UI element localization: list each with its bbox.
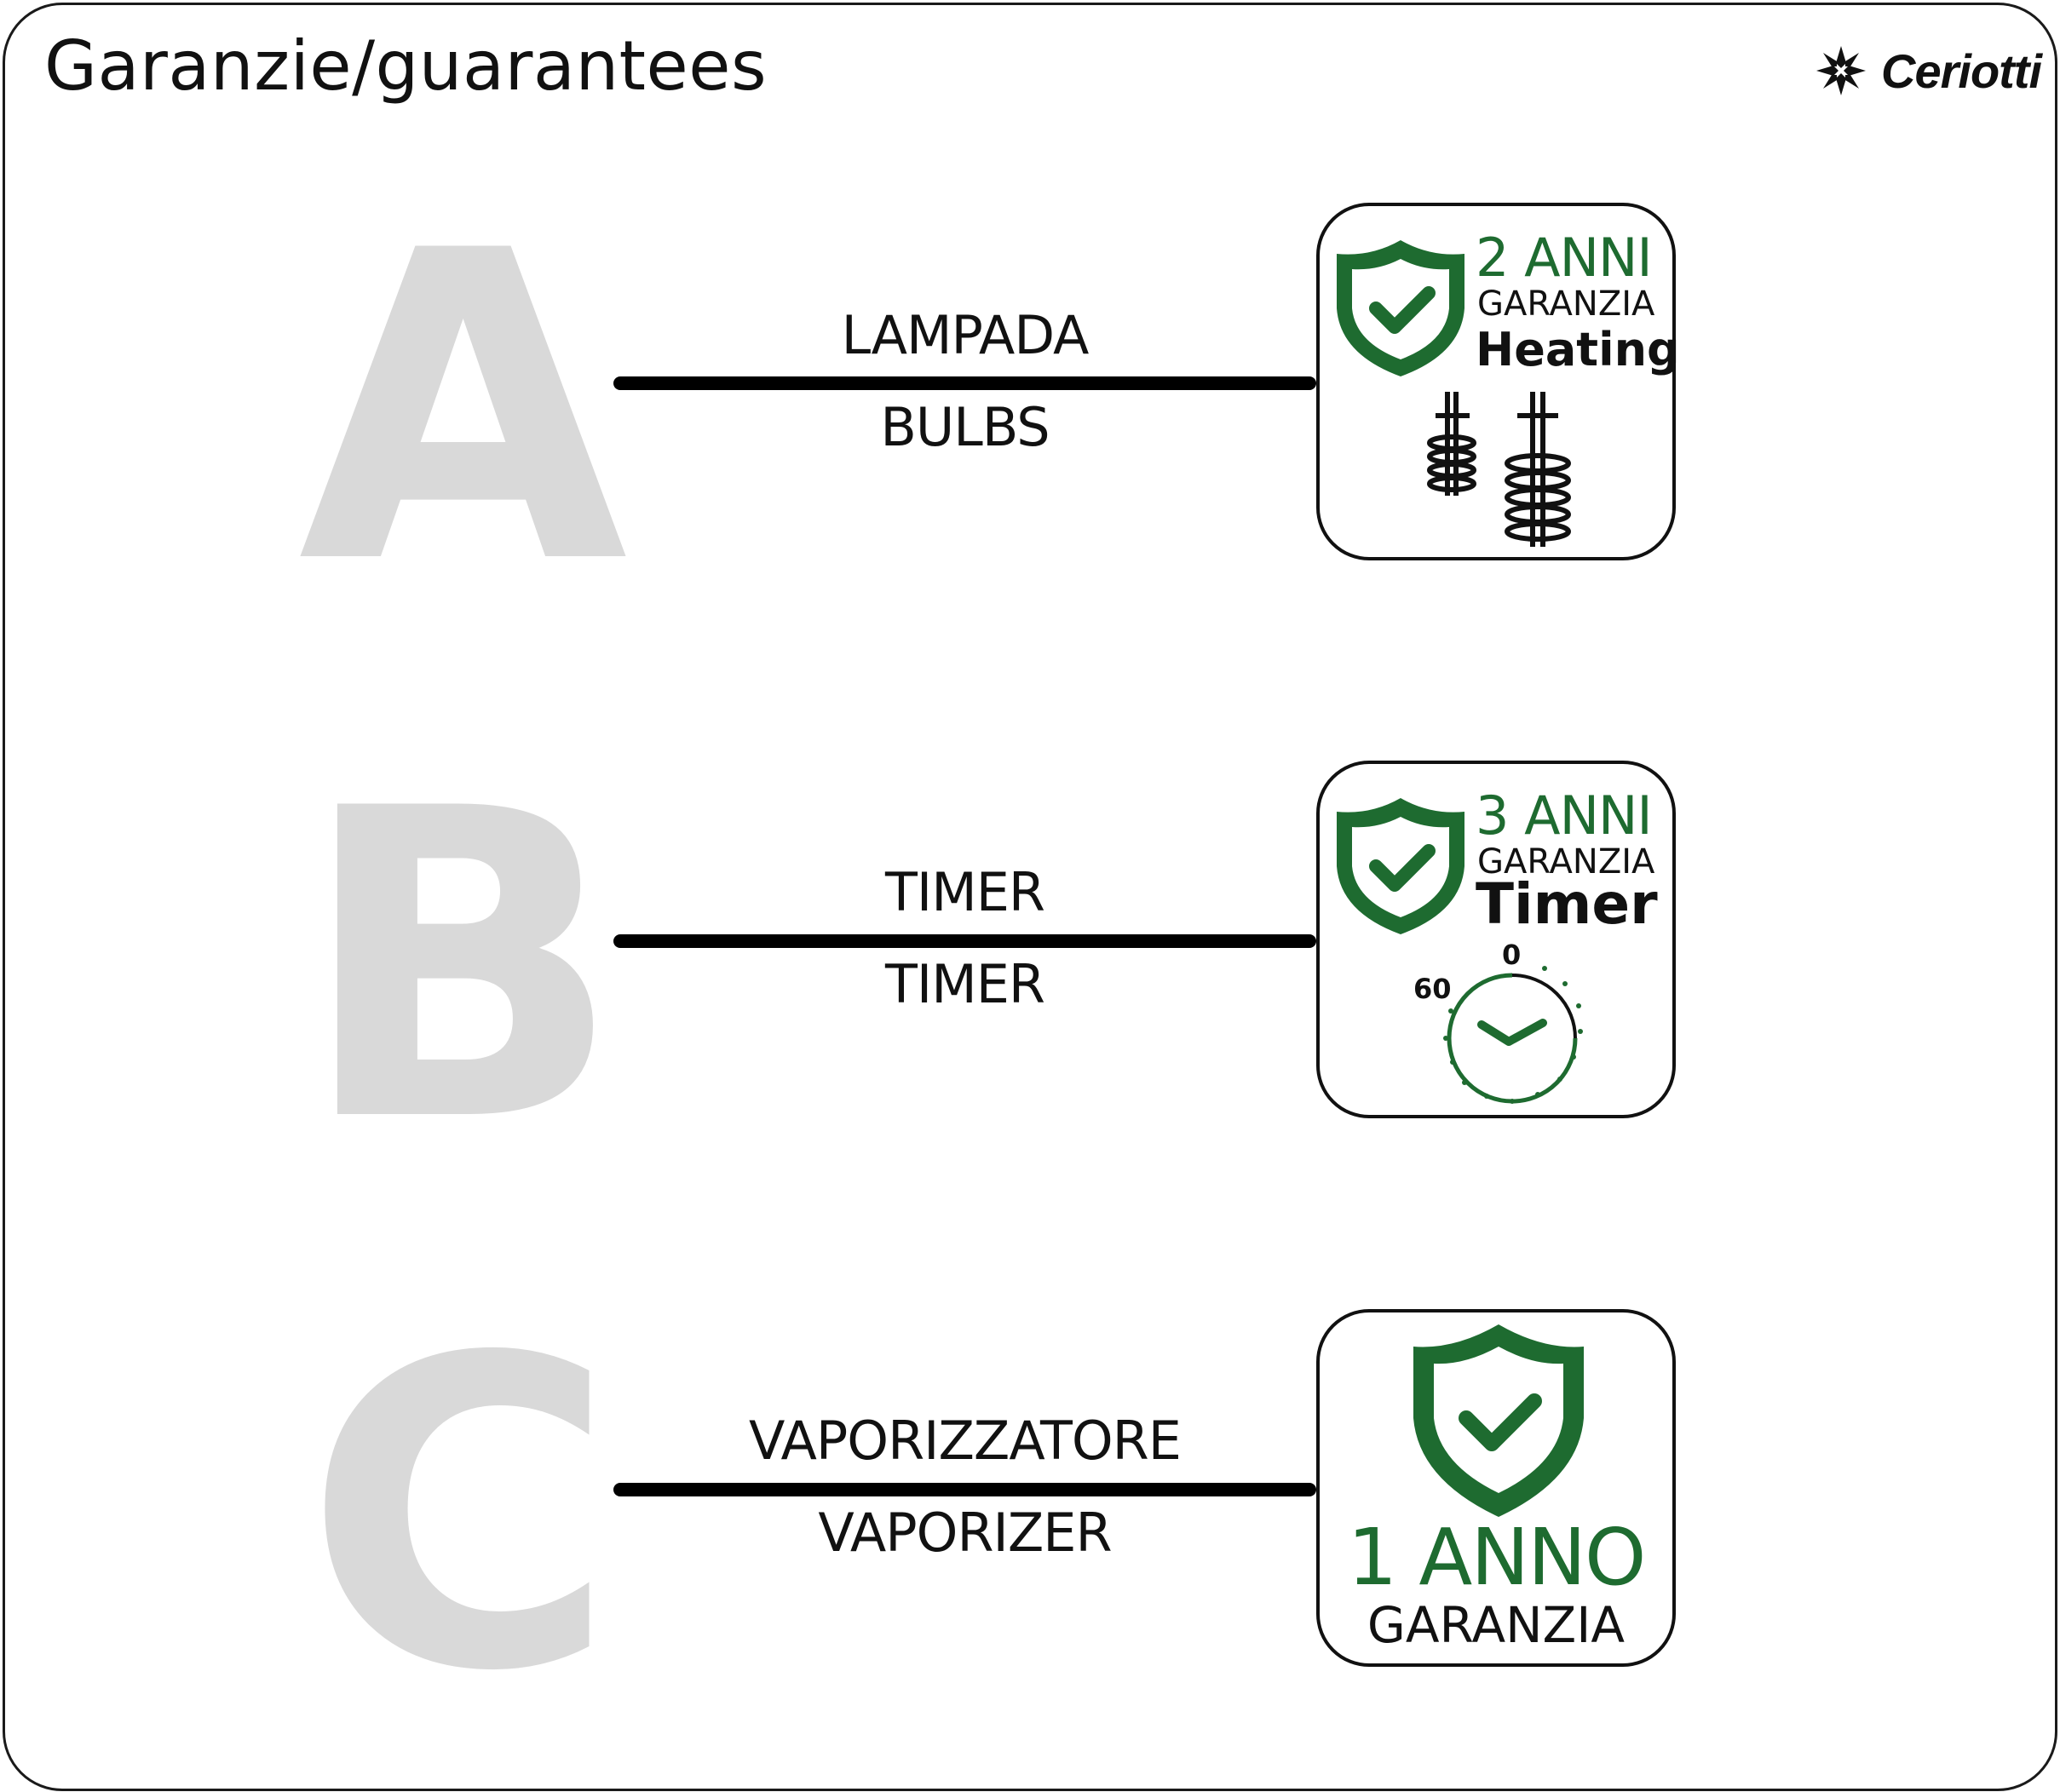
section-letter-c: C bbox=[303, 1268, 617, 1764]
row-a-label-it: LAMPADA bbox=[841, 304, 1090, 366]
brand-logo: Ceriotti bbox=[1813, 41, 2042, 101]
heating-element-icon bbox=[1427, 392, 1571, 547]
row-c-connector-line bbox=[613, 1483, 1316, 1496]
warranty-badge-timer: 3 ANNI GARANZIA Timer 0 60 bbox=[1316, 761, 1676, 1118]
badge-b-guarantee: GARANZIA bbox=[1477, 842, 1655, 882]
row-b-label-en: TIMER bbox=[885, 953, 1045, 1015]
brand-name: Ceriotti bbox=[1881, 43, 2042, 98]
timer-dial-sixty: 60 bbox=[1413, 973, 1452, 1005]
badge-a-guarantee: GARANZIA bbox=[1477, 284, 1655, 324]
row-c-label-it: VAPORIZZATORE bbox=[749, 1410, 1182, 1472]
warranty-badge-heating: 2 ANNI GARANZIA Heating bbox=[1316, 203, 1680, 560]
shield-check-icon bbox=[1413, 1324, 1584, 1517]
badge-b-component: Timer bbox=[1476, 871, 1658, 937]
row-c-label-en: VAPORIZER bbox=[818, 1502, 1112, 1564]
row-b-connector-line bbox=[613, 934, 1316, 948]
section-letter-a: A bbox=[298, 161, 628, 657]
shield-check-icon bbox=[1337, 798, 1464, 934]
badge-b-years: 3 ANNI bbox=[1476, 784, 1653, 847]
page-title: Garanzie/guarantees bbox=[44, 26, 768, 106]
badge-c-years: 1 ANNO bbox=[1347, 1512, 1647, 1603]
star-logo-icon bbox=[1816, 46, 1866, 95]
timer-dial-zero: 0 bbox=[1502, 939, 1522, 971]
row-a-connector-line bbox=[613, 376, 1316, 390]
row-b-label-it: TIMER bbox=[885, 861, 1045, 923]
shield-check-icon bbox=[1337, 240, 1464, 376]
section-letter-b: B bbox=[298, 719, 624, 1215]
badge-a-component: Heating bbox=[1476, 323, 1680, 376]
row-a-label-en: BULBS bbox=[880, 396, 1050, 458]
badge-a-years: 2 ANNI bbox=[1476, 227, 1653, 289]
badge-c-guarantee: GARANZIA bbox=[1367, 1596, 1626, 1654]
timer-dial-icon bbox=[1443, 966, 1583, 1104]
warranty-badge-vaporizer: 1 ANNO GARANZIA bbox=[1316, 1309, 1676, 1667]
